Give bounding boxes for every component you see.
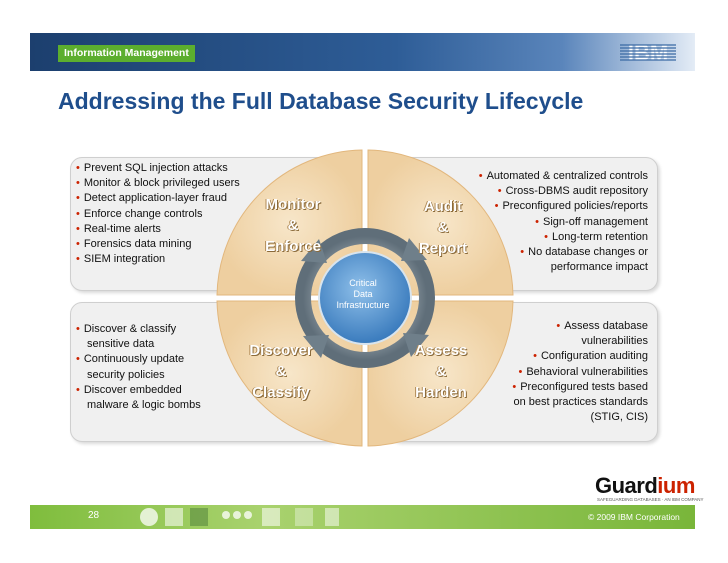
monitor-label-line-1: Monitor	[265, 196, 321, 213]
discover-bullet: Discover embedded	[76, 383, 201, 398]
page-number: 28	[88, 510, 100, 521]
lifecycle-wheel	[216, 149, 514, 447]
discover-bullet-continuation: security policies	[87, 368, 165, 381]
arrow-head-bottom-left	[303, 335, 329, 358]
discover-label-line-1: Discover	[249, 342, 313, 359]
footer-decoration-square	[165, 508, 183, 526]
assess-bullet: Preconfigured tests based	[470, 380, 648, 395]
footer-decoration-dot	[233, 511, 241, 519]
audit-bullet: Sign-off management	[470, 215, 648, 230]
arrow-head-top-right	[401, 238, 427, 261]
discover-classify-label: Discover & Classify	[236, 340, 326, 403]
arrow-ring	[295, 228, 435, 368]
footer-decoration-dot	[244, 511, 252, 519]
center-label-infrastructure: Infrastructure	[336, 300, 390, 310]
audit-bullet-list: Automated & centralized controls Cross-D…	[470, 169, 648, 275]
discover-bullet: Continuously update	[76, 352, 201, 367]
audit-report-label: Audit & Report	[398, 196, 488, 259]
audit-bullet: Automated & centralized controls	[470, 169, 648, 184]
arrow-head-top-left	[301, 239, 327, 263]
monitor-bullet: SIEM integration	[76, 252, 240, 267]
monitor-label-line-2: &	[287, 217, 299, 234]
monitor-bullet: Enforce change controls	[76, 207, 240, 222]
assess-harden-label: Assess & Harden	[396, 340, 486, 403]
ibm-logo: IBM	[620, 40, 676, 65]
arrow-head-bottom-right	[403, 333, 429, 357]
footer-decoration-square	[295, 508, 313, 526]
information-management-label: Information Management	[58, 45, 195, 62]
audit-bullet-continuation: performance impact	[550, 261, 648, 274]
assess-label-line-1: Assess	[414, 342, 468, 359]
audit-bullet: Long-term retention	[470, 230, 648, 245]
assess-bullet-continuation: on best practices standards	[513, 396, 648, 409]
audit-label-line-2: &	[437, 219, 449, 236]
guardium-logo: Guardium	[595, 473, 695, 499]
center-label-critical: Critical	[349, 278, 377, 288]
discover-bullet-continuation: malware & logic bombs	[87, 399, 201, 412]
assess-bullet-continuation: (STIG, CIS)	[590, 411, 648, 424]
slide-title: Addressing the Full Database Security Li…	[58, 88, 584, 114]
audit-label-line-3: Report	[418, 240, 468, 257]
monitor-bullet: Real-time alerts	[76, 222, 240, 237]
discover-bullet: Discover & classify	[76, 322, 201, 337]
audit-label-line-1: Audit	[423, 198, 463, 215]
copyright-notice: © 2009 IBM Corporation	[588, 512, 680, 522]
critical-data-core	[318, 251, 412, 345]
discover-bullet-continuation: sensitive data	[87, 338, 155, 351]
footer-decoration-dot	[222, 511, 230, 519]
monitor-label-line-3: Enforce	[265, 238, 321, 255]
audit-bullet: No database changes or	[470, 245, 648, 260]
monitor-bullet: Detect application-layer fraud	[76, 191, 240, 206]
audit-bullet: Cross-DBMS audit repository	[470, 184, 648, 199]
footer-decoration-dot	[140, 508, 158, 526]
monitor-bullet: Monitor & block privileged users	[76, 176, 240, 191]
assess-bullet: Configuration auditing	[470, 349, 648, 364]
monitor-bullet-list: Prevent SQL injection attacks Monitor & …	[76, 161, 240, 267]
audit-bullet: Preconfigured policies/reports	[470, 199, 648, 214]
footer-decoration-square	[190, 508, 208, 526]
discover-bullet-list: Discover & classify sensitive data Conti…	[76, 322, 201, 413]
ibm-logo-text: IBM	[628, 40, 668, 65]
monitor-bullet: Forensics data mining	[76, 237, 240, 252]
footer-decoration-square	[325, 508, 339, 526]
monitor-bullet: Prevent SQL injection attacks	[76, 161, 240, 176]
discover-label-line-3: Classify	[252, 384, 310, 401]
assess-bullet-list: Assess database vulnerabilities Configur…	[470, 319, 648, 425]
assess-label-line-3: Harden	[415, 384, 467, 401]
assess-bullet: Assess database	[470, 319, 648, 334]
assess-label-line-2: &	[435, 363, 447, 380]
assess-bullet: Behavioral vulnerabilities	[470, 365, 648, 380]
assess-bullet-continuation: vulnerabilities	[581, 335, 648, 348]
guardium-logo-accent: ium	[657, 473, 695, 498]
guardium-tagline: SAFEGUARDING DATABASES · AN IBM COMPANY	[597, 497, 704, 502]
guardium-logo-main: Guard	[595, 473, 658, 498]
discover-label-line-2: &	[275, 363, 287, 380]
center-label-data: Data	[353, 289, 373, 299]
monitor-enforce-label: Monitor & Enforce	[248, 194, 338, 257]
footer-decoration-square	[262, 508, 280, 526]
